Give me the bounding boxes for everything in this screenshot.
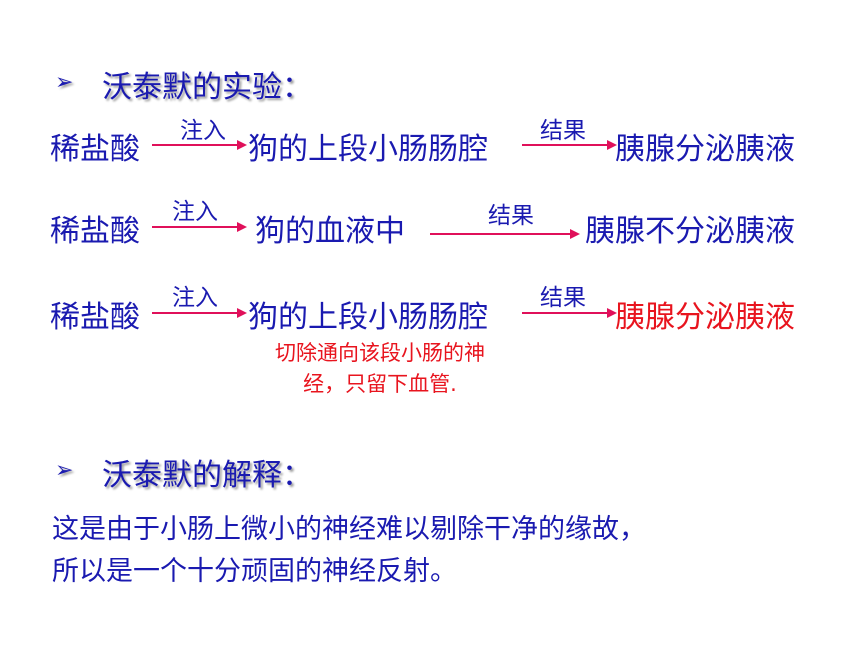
row2-arrow1-label: 注入 xyxy=(172,199,218,225)
row2-arrow2-icon xyxy=(430,229,580,239)
row3-start: 稀盐酸 xyxy=(50,300,140,335)
row2-middle: 狗的血液中 xyxy=(255,214,405,249)
row1-arrow2-icon xyxy=(522,140,617,150)
section-title-explanation: 沃泰默的解释： xyxy=(102,458,312,493)
row1-arrow1-icon xyxy=(152,140,247,150)
note-text: 切除通向该段小肠的神经，只留下血管. xyxy=(275,341,485,396)
row1-arrow1-label: 注入 xyxy=(180,118,226,144)
explanation-line-1: 这是由于小肠上微小的神经难以剔除干净的缘故， xyxy=(52,514,646,545)
row1-start: 稀盐酸 xyxy=(50,132,140,167)
row3-arrow2-icon xyxy=(522,308,617,318)
row3-arrow2-label: 结果 xyxy=(540,285,586,311)
row1-middle: 狗的上段小肠肠腔 xyxy=(248,132,488,167)
row3-middle: 狗的上段小肠肠腔 xyxy=(248,300,488,335)
row3-arrow1-label: 注入 xyxy=(172,285,218,311)
arrow-bullet-icon: ➢ xyxy=(55,70,74,95)
arrow-bullet-icon: ➢ xyxy=(55,458,74,483)
section-title-experiment: 沃泰默的实验： xyxy=(102,70,312,105)
row2-start: 稀盐酸 xyxy=(50,214,140,249)
row2-arrow2-label: 结果 xyxy=(488,203,534,229)
row3-arrow1-icon xyxy=(152,308,247,318)
row1-arrow2-label: 结果 xyxy=(540,118,586,144)
explanation-line-2: 所以是一个十分顽固的神经反射。 xyxy=(52,556,457,587)
row1-result: 胰腺分泌胰液 xyxy=(615,132,795,167)
row3-result: 胰腺分泌胰液 xyxy=(615,300,795,335)
row2-arrow1-icon xyxy=(152,222,247,232)
row2-result: 胰腺不分泌胰液 xyxy=(585,214,795,249)
